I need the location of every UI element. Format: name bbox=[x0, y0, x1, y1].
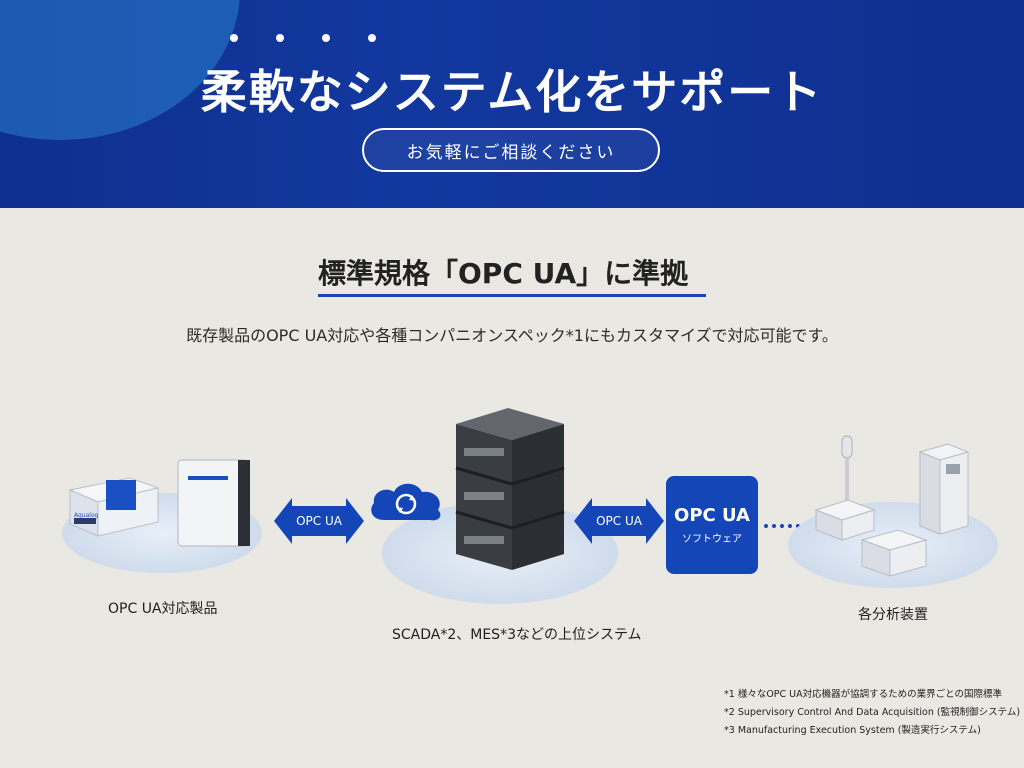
center-label: SCADA*2、MES*3などの上位システム bbox=[392, 627, 642, 643]
header-band: 柔軟なシステム化をサポート お気軽にご相談ください bbox=[0, 0, 1024, 208]
emphasis-dot bbox=[230, 34, 238, 42]
arrow-label: OPC UA bbox=[590, 506, 648, 536]
left-label: OPC UA対応製品 bbox=[108, 601, 218, 617]
arrow-head-right-icon bbox=[346, 498, 364, 544]
section-description: 既存製品のOPC UA対応や各種コンパニオンスペック*1にもカスタマイズで対応可… bbox=[186, 326, 838, 345]
arrow-head-right-icon bbox=[646, 498, 664, 544]
emphasis-dots bbox=[230, 34, 376, 42]
analyzer-product-icon: Aqualog bbox=[68, 459, 250, 547]
dotted-connector bbox=[764, 524, 808, 528]
opc-ua-arrow-right: OPC UA bbox=[574, 498, 664, 544]
emphasis-dot bbox=[276, 34, 284, 42]
analytical-devices-icon bbox=[814, 435, 970, 577]
emphasis-dot bbox=[368, 34, 376, 42]
page-title: 柔軟なシステム化をサポート bbox=[200, 65, 824, 119]
arrow-label: OPC UA bbox=[290, 506, 348, 536]
opc-ua-arrow-left: OPC UA bbox=[274, 498, 364, 544]
arrow-head-left-icon bbox=[274, 498, 292, 544]
footnote-2: *2 Supervisory Control And Data Acquisit… bbox=[724, 707, 1021, 718]
software-subtitle: ソフトウェア bbox=[682, 534, 742, 545]
product-brand-label: Aqualog bbox=[74, 512, 99, 519]
server-icon bbox=[455, 408, 565, 570]
footnote-1: *1 様々なOPC UA対応機器が協調するための業界ごとの国際標準 bbox=[724, 689, 1003, 700]
right-label: 各分析装置 bbox=[858, 607, 928, 623]
footnote-3: *3 Manufacturing Execution System (製造実行シ… bbox=[724, 725, 981, 736]
arrow-head-left-icon bbox=[574, 498, 592, 544]
content-panel: 標準規格「OPC UA」に準拠 既存製品のOPC UA対応や各種コンパニオンスペ… bbox=[0, 208, 1024, 768]
section-title: 標準規格「OPC UA」に準拠 bbox=[318, 257, 689, 290]
cloud-sync-icon bbox=[371, 483, 441, 521]
emphasis-dot bbox=[322, 34, 330, 42]
footnotes: *1 様々なOPC UA対応機器が協調するための業界ごとの国際標準 *2 Sup… bbox=[724, 686, 1020, 740]
section-underline bbox=[318, 294, 706, 297]
software-title: OPC UA bbox=[674, 505, 750, 526]
consult-button[interactable]: お気軽にご相談ください bbox=[362, 128, 660, 172]
opc-ua-software-box: OPC UA ソフトウェア bbox=[666, 476, 758, 574]
